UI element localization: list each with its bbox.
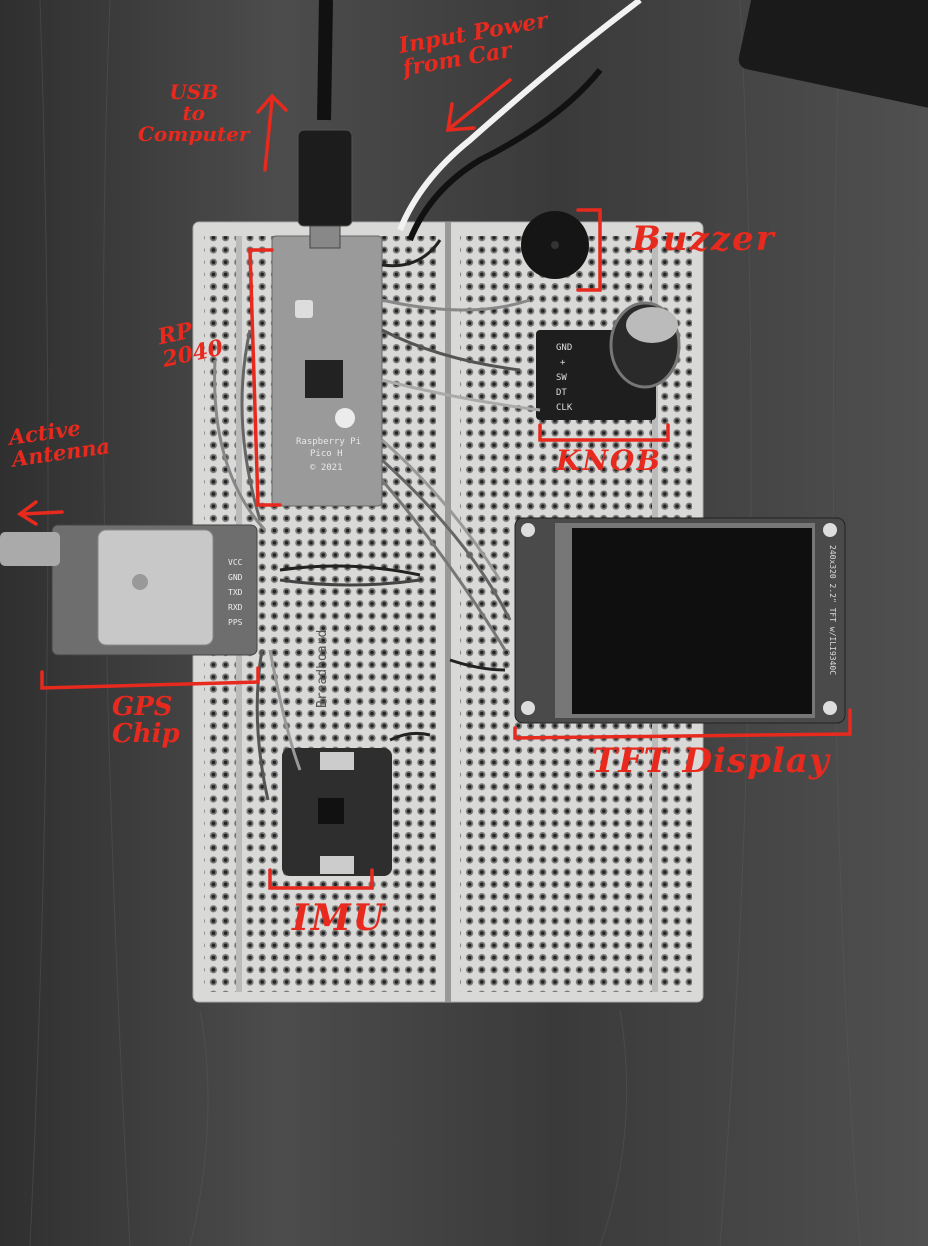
annotation-imu: IMU xyxy=(292,897,387,939)
tft-screen xyxy=(572,528,812,714)
pico-bootsel-button xyxy=(295,300,313,318)
pico-year: © 2021 xyxy=(310,463,343,473)
raspberry-logo xyxy=(335,408,355,428)
tft-mount-hole xyxy=(521,701,535,715)
rp2040-bracket xyxy=(248,248,282,507)
imu-chip xyxy=(318,798,344,824)
imu-connector xyxy=(320,856,354,874)
antenna-connector xyxy=(0,532,60,566)
knob-pin-clk: CLK xyxy=(556,403,573,413)
knob-bracket xyxy=(538,423,670,442)
tft-bracket xyxy=(513,708,852,740)
knob-pin-dt: DT xyxy=(556,388,567,398)
knob-pin-labels: GND + SW DT CLK xyxy=(556,343,573,413)
pico-usb-port xyxy=(309,225,341,249)
pico-name-line-2: Pico H xyxy=(310,449,343,459)
gps-pin-gnd: GND xyxy=(228,573,243,582)
gps-feed-point xyxy=(132,574,148,590)
tft-mount-hole xyxy=(521,523,535,537)
annotation-knob: KNOB xyxy=(556,444,662,477)
breadboard-label: Breadboard xyxy=(315,630,330,708)
annotation-usb: USB to Computer xyxy=(138,80,250,146)
power-arrow xyxy=(445,78,512,132)
gps-patch-antenna xyxy=(97,529,214,646)
gps-pin-labels: VCC GND TXD RXD PPS xyxy=(228,558,243,627)
knob-pin-plus: + xyxy=(560,358,566,368)
annotation-gps: GPS Chip xyxy=(112,692,180,750)
buzzer-bracket xyxy=(576,208,602,292)
gps-pin-rxd: RXD xyxy=(228,603,243,612)
imu-connector xyxy=(320,752,354,770)
annotation-tft: TFT Display xyxy=(592,741,830,781)
gps-pin-pps: PPS xyxy=(228,618,243,627)
usb-cable xyxy=(317,0,333,121)
tft-mount-hole xyxy=(823,701,837,715)
buzzer-hole xyxy=(551,241,559,249)
knob-top xyxy=(626,307,678,343)
tft-mount-hole xyxy=(823,523,837,537)
knob-pin-sw: SW xyxy=(556,373,567,383)
antenna-arrow xyxy=(16,500,64,526)
power-wire-black xyxy=(407,68,603,242)
jumper-wires xyxy=(213,239,541,801)
annotation-buzzer: Buzzer xyxy=(632,219,776,259)
imu-bracket xyxy=(268,868,374,890)
pico-name-line-1: Raspberry Pi xyxy=(296,437,361,447)
tft-silkscreen-label: 240x320 2.2" TFT w/ILI9340C xyxy=(828,545,837,675)
usb-arrow xyxy=(256,93,288,172)
annotation-marks xyxy=(16,78,852,890)
dark-device xyxy=(738,0,928,109)
pico-rp2040-chip xyxy=(305,360,343,398)
gps-bracket xyxy=(40,666,260,690)
gps-pin-txd: TXD xyxy=(228,588,243,597)
power-wire-white xyxy=(397,0,642,232)
usb-plug xyxy=(297,129,353,227)
knob-pin-gnd: GND xyxy=(556,343,572,353)
gps-pin-vcc: VCC xyxy=(228,558,243,567)
pico-silkscreen-name: Raspberry Pi Pico H © 2021 xyxy=(296,437,388,473)
